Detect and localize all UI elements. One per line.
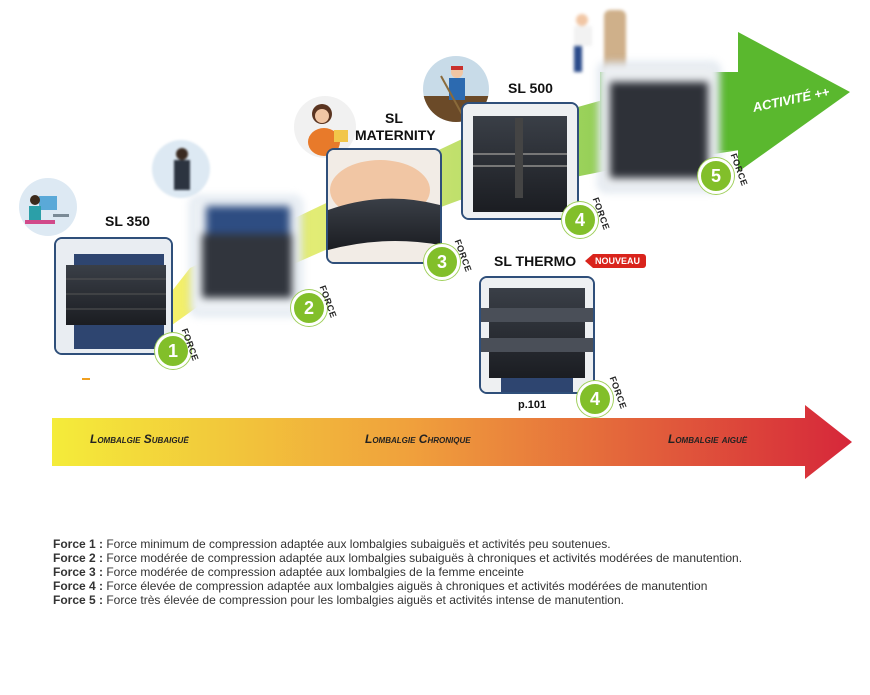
product-sl350-photo (54, 237, 173, 355)
belt-level2-icon (192, 198, 300, 314)
product-label-sl350: SL 350 (105, 213, 150, 229)
new-badge: NOUVEAU (585, 254, 647, 268)
force-badge-5: 5 (698, 158, 734, 194)
force-badge-4-sl500: 4 (562, 202, 598, 238)
office-worker-icon (25, 195, 69, 224)
product-label-maternity-line2: MATERNITY (355, 127, 436, 143)
legend-row-force5: Force 5 : Force très élevée de compressi… (53, 593, 843, 607)
scale-label-chronic: Lombalgie Chronique (365, 432, 471, 446)
business-man-avatar (152, 140, 210, 198)
legend-term: Force 4 : (53, 579, 104, 593)
belt-sl500-icon (463, 104, 577, 218)
force-badge-4-slthermo: 4 (577, 381, 613, 417)
product-label-slthermo: SL THERMO (494, 253, 577, 269)
belt-slthermo-icon (481, 278, 593, 392)
worker-avatar (423, 56, 489, 122)
office-worker-avatar (19, 178, 77, 236)
business-man-icon (174, 148, 190, 190)
legend-text: Force minimum de compression adaptée aux… (103, 537, 611, 551)
product-level2-photo (190, 196, 302, 316)
force-badge-1: 1 (155, 333, 191, 369)
force-badge-3: 3 (424, 244, 460, 280)
legend-term: Force 1 : (53, 537, 104, 551)
product-slthermo-photo (479, 276, 595, 394)
legend-row-force3: Force 3 : Force modérée de compression a… (53, 565, 843, 579)
lifting-man-icon (574, 10, 626, 74)
product-label-maternity-line1: SL (385, 110, 403, 126)
severity-scale-arrow (52, 405, 852, 479)
legend-term: Force 5 : (53, 593, 104, 607)
legend-text: Force modérée de compression adaptée aux… (103, 565, 524, 579)
page-reference: p.101 (518, 399, 547, 411)
legend-row-force1: Force 1 : Force minimum de compression a… (53, 537, 843, 551)
progression-band (165, 80, 740, 330)
legend-text: Force très élevée de compression pour le… (103, 593, 624, 607)
product-slmaternity-photo (326, 148, 442, 264)
legend-text: Force élevée de compression adaptée aux … (103, 579, 708, 593)
legend-term: Force 2 : (53, 551, 104, 565)
legend-row-force4: Force 4 : Force élevée de compression ad… (53, 579, 843, 593)
legend-term: Force 3 : (53, 565, 104, 579)
scale-label-subacute: Lombalgie Subaiguë (90, 432, 189, 446)
product-sl500-photo (461, 102, 579, 220)
scale-label-acute: Lombalgie aiguë (668, 432, 748, 446)
belt-maternity-icon (328, 150, 440, 262)
force-badge-2: 2 (291, 290, 327, 326)
legend-text: Force modérée de compression adaptée aux… (103, 551, 743, 565)
belt-sl350-icon (56, 239, 171, 353)
force-legend: Force 1 : Force minimum de compression a… (53, 537, 843, 607)
lifting-man-avatar (560, 8, 640, 78)
orange-mark (82, 378, 90, 380)
legend-row-force2: Force 2 : Force modérée de compression a… (53, 551, 843, 565)
product-label-sl500: SL 500 (508, 80, 553, 96)
